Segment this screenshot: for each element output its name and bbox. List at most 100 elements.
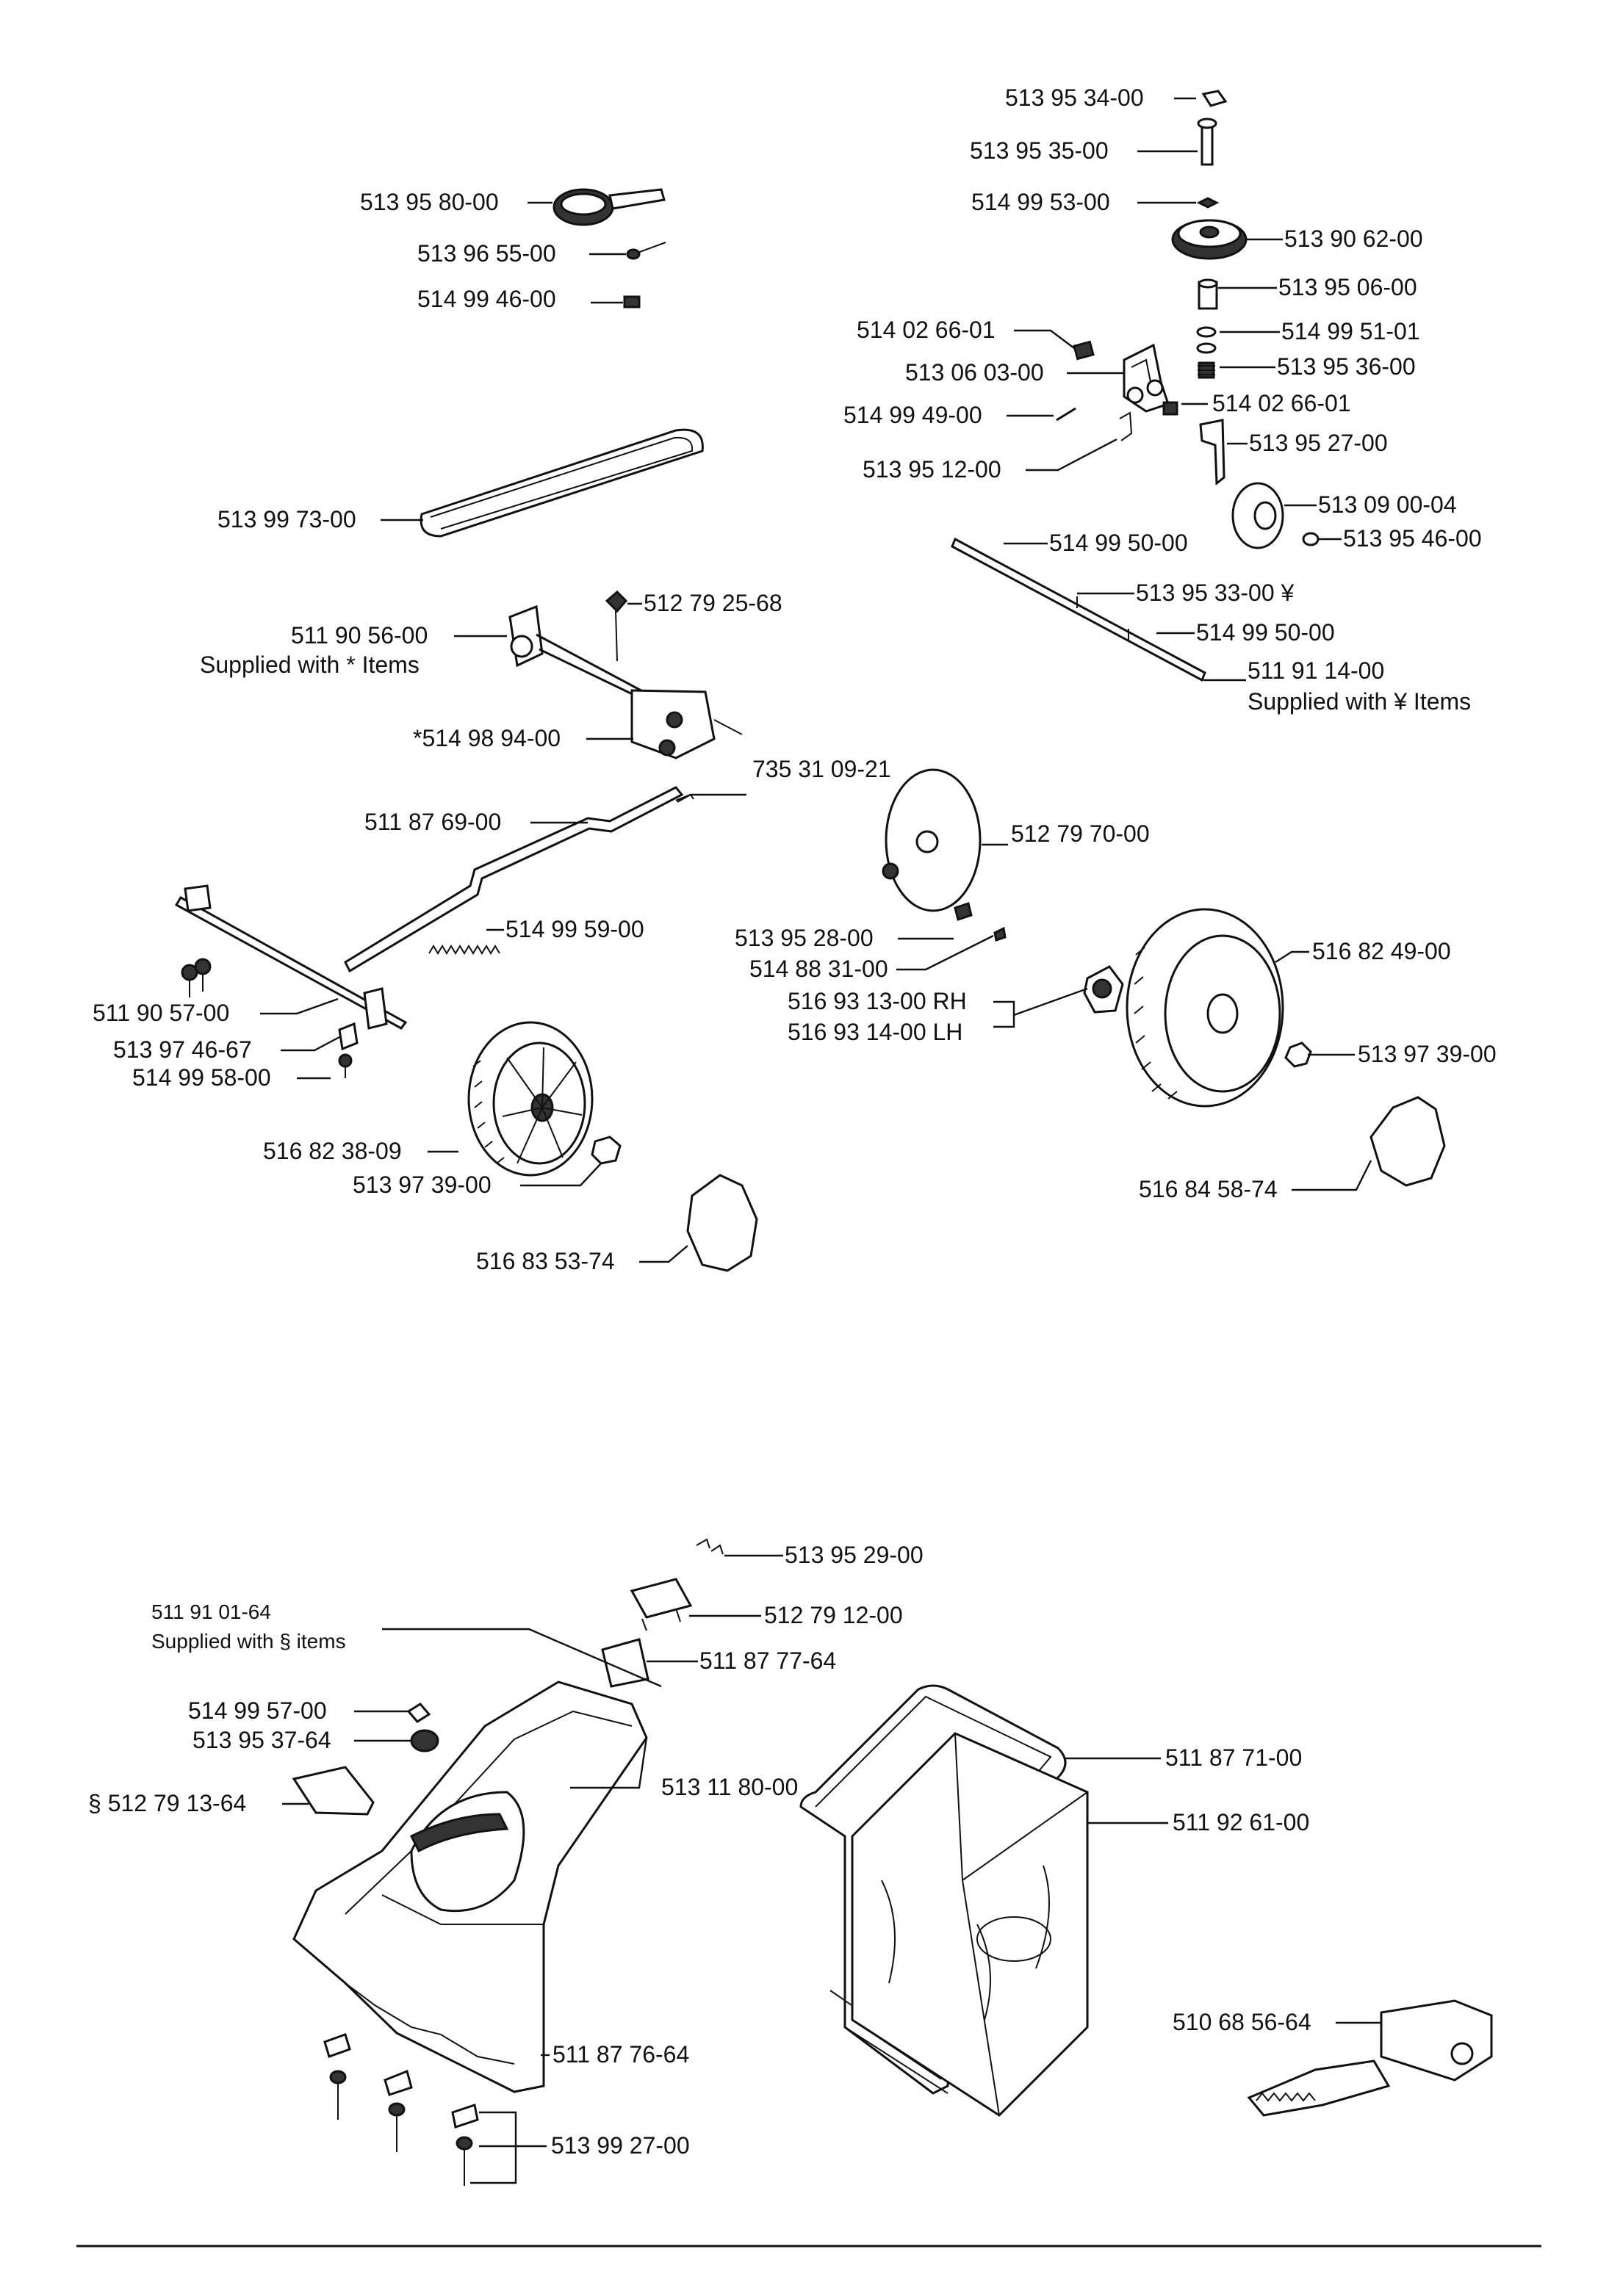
part-label-514-99-50-00-b: 514 99 50-00 xyxy=(1196,619,1335,646)
nut-small-part xyxy=(623,295,641,308)
part-label-512-79-25-68: 512 79 25-68 xyxy=(644,590,782,616)
wheel-disc-part xyxy=(882,768,982,912)
wire-clip-part xyxy=(1119,411,1133,441)
mulch-plug-part xyxy=(1247,1999,1493,2117)
part-label-514-99-57-00: 514 99 57-00 xyxy=(188,1697,327,1724)
part-labels: 513 95 34-00 513 95 35-00 514 99 53-00 5… xyxy=(88,84,1497,2159)
part-label-512-79-13-64: § 512 79 13-64 xyxy=(88,1790,246,1816)
clip-wire-part xyxy=(626,242,666,260)
housing-part xyxy=(292,1681,648,2093)
flap-part xyxy=(601,1638,649,1688)
height-adjust-bracket-part xyxy=(338,1022,359,1078)
hubcap-left-part xyxy=(686,1174,758,1272)
clip-part xyxy=(1201,90,1228,107)
part-drawings xyxy=(174,90,1493,2186)
part-label-514-99-50-00-a: 514 99 50-00 xyxy=(1049,530,1188,556)
wheel-cap-part xyxy=(1231,482,1284,549)
wheel-nut-left-part xyxy=(591,1136,622,1165)
part-label-511-87-76-64: 511 87 76-64 xyxy=(552,2041,689,2068)
belt-part xyxy=(420,428,704,538)
spring-coil-part xyxy=(428,945,500,955)
part-label-514-99-59-00: 514 99 59-00 xyxy=(505,916,644,942)
part-label-516-93-14-00-lh: 516 93 14-00 LH xyxy=(788,1019,962,1045)
part-label-513-95-29-00: 513 95 29-00 xyxy=(785,1542,924,1568)
part-label-516-83-53-74: 516 83 53-74 xyxy=(476,1248,615,1274)
part-label-514-98-94-00: *514 98 94-00 xyxy=(413,725,561,751)
part-label-511-90-57-00: 511 90 57-00 xyxy=(93,1000,229,1026)
part-label-513-95-80-00: 513 95 80-00 xyxy=(360,189,499,215)
fasteners-part xyxy=(323,2033,479,2186)
wheel-nut-right-part xyxy=(1284,1041,1312,1068)
part-label-513-95-35-00: 513 95 35-00 xyxy=(970,137,1109,164)
part-label-513-97-46-67: 513 97 46-67 xyxy=(113,1036,252,1063)
knob-bottom-part xyxy=(410,1729,439,1752)
part-label-513-11-80-00: 513 11 80-00 xyxy=(661,1774,798,1800)
axle-left-part xyxy=(174,884,408,1030)
part-label-513-95-37-64: 513 95 37-64 xyxy=(192,1727,331,1753)
bracket-small-part xyxy=(1073,340,1095,361)
rear-wheel-right-part xyxy=(1126,908,1284,1108)
transmission-part xyxy=(630,689,743,759)
rear-wheel-left-part xyxy=(467,1021,594,1177)
part-label-511-87-71-00: 511 87 71-00 xyxy=(1165,1744,1302,1771)
part-label-513-95-36-00: 513 95 36-00 xyxy=(1277,353,1416,380)
gear-housing-part xyxy=(1123,343,1170,413)
leader-lines xyxy=(260,97,1381,2184)
part-label-513-99-27-00: 513 99 27-00 xyxy=(551,2132,690,2159)
part-label-514-99-53-00: 514 99 53-00 xyxy=(971,189,1110,215)
part-label-513-90-62-00: 513 90 62-00 xyxy=(1284,225,1423,252)
part-label-513-97-39-00-left: 513 97 39-00 xyxy=(353,1172,492,1198)
part-label-516-84-58-74: 516 84 58-74 xyxy=(1139,1176,1278,1202)
grass-bag-part xyxy=(851,1732,1089,2117)
hubcap-right-part xyxy=(1369,1096,1446,1187)
washer-small-part xyxy=(1196,197,1220,209)
part-label-516-93-13-00-rh: 516 93 13-00 RH xyxy=(788,988,967,1014)
part-label-514-02-66-01-a: 514 02 66-01 xyxy=(857,317,996,343)
latch-small-part xyxy=(406,1703,431,1723)
lever-part xyxy=(1199,419,1225,486)
spring-part xyxy=(1198,361,1215,379)
part-label-735-31-09-21: 735 31 09-21 xyxy=(752,756,891,782)
part-label-513-09-00-04: 513 09 00-04 xyxy=(1318,491,1457,518)
part-label-514-99-49-00: 514 99 49-00 xyxy=(843,402,982,428)
part-label-513-95-06-00: 513 95 06-00 xyxy=(1278,274,1417,300)
part-label-511-87-77-64: 511 87 77-64 xyxy=(699,1647,836,1674)
part-label-511-90-56-00: 511 90 56-00 xyxy=(291,622,428,649)
part-note-supplied-star: Supplied with * Items xyxy=(200,651,420,678)
part-label-514-99-58-00: 514 99 58-00 xyxy=(132,1064,271,1091)
part-note-supplied-yen: Supplied with ¥ Items xyxy=(1248,688,1471,715)
o-ring-part xyxy=(1196,326,1217,354)
part-note-supplied-section: Supplied with § items xyxy=(151,1630,346,1653)
part-label-511-91-01-64: 511 91 01-64 xyxy=(151,1600,271,1623)
knob-part xyxy=(605,590,628,662)
deflector-part xyxy=(292,1766,375,1816)
part-label-513-06-03-00: 513 06 03-00 xyxy=(905,359,1044,386)
part-label-513-95-34-00: 513 95 34-00 xyxy=(1005,84,1144,111)
drive-pulley-part xyxy=(1171,219,1248,260)
gear-hub-part xyxy=(1083,965,1124,1014)
part-label-513-96-55-00: 513 96 55-00 xyxy=(417,240,556,267)
part-label-512-79-12-00: 512 79 12-00 xyxy=(764,1602,903,1628)
part-label-516-82-49-00: 516 82 49-00 xyxy=(1312,938,1451,964)
part-label-512-79-70-00: 512 79 70-00 xyxy=(1011,820,1150,847)
part-label-513-99-73-00: 513 99 73-00 xyxy=(217,506,356,533)
part-label-511-92-61-00: 511 92 61-00 xyxy=(1173,1809,1309,1835)
part-label-513-95-46-00: 513 95 46-00 xyxy=(1343,525,1482,552)
pin-part xyxy=(1056,407,1076,422)
lift-rod-part xyxy=(344,786,684,973)
part-label-516-82-38-09: 516 82 38-09 xyxy=(263,1138,402,1164)
part-label-514-99-46-00: 514 99 46-00 xyxy=(417,286,556,312)
part-label-514-99-51-01: 514 99 51-01 xyxy=(1281,318,1420,344)
part-label-511-87-69-00: 511 87 69-00 xyxy=(364,809,501,835)
part-label-513-95-33-00: 513 95 33-00 ¥ xyxy=(1136,580,1295,606)
part-label-513-95-12-00: 513 95 12-00 xyxy=(863,456,1001,483)
hub-part xyxy=(1198,278,1218,310)
part-label-513-95-28-00: 513 95 28-00 xyxy=(735,925,874,951)
part-label-513-95-27-00: 513 95 27-00 xyxy=(1249,430,1388,456)
clip-small-part xyxy=(954,902,1007,942)
axle-right-part xyxy=(951,537,1206,682)
part-label-510-68-56-64: 510 68 56-64 xyxy=(1173,2009,1311,2035)
plate-part xyxy=(630,1578,693,1631)
